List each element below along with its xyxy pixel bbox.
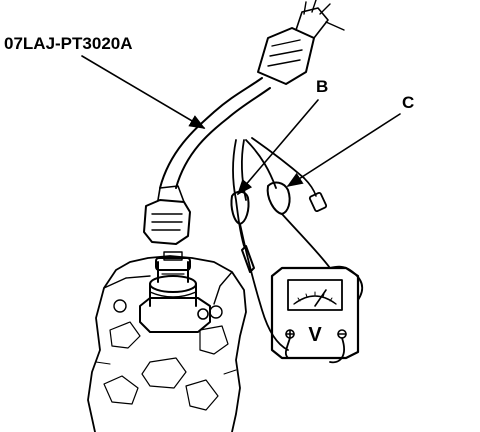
meter-unit-symbol: V [308,324,322,346]
callout-c-label: C [402,93,414,112]
voltmeter: V [270,265,364,364]
sensor-body [139,251,211,333]
tool-part-number-label: 07LAJ-PT3020A [4,34,133,53]
callout-c: C [286,93,414,187]
callout-b: B [236,77,328,196]
engine-casting [87,255,247,432]
harness-connector-sensor-end [143,185,191,245]
test-leads [230,137,331,351]
tool-leader-arrow [81,55,206,129]
test-harness-cable [159,0,345,189]
callout-b-label: B [316,77,328,96]
callout-c-arrow [286,113,401,187]
callout-tool: 07LAJ-PT3020A [4,34,206,129]
callout-b-arrow [236,99,319,196]
